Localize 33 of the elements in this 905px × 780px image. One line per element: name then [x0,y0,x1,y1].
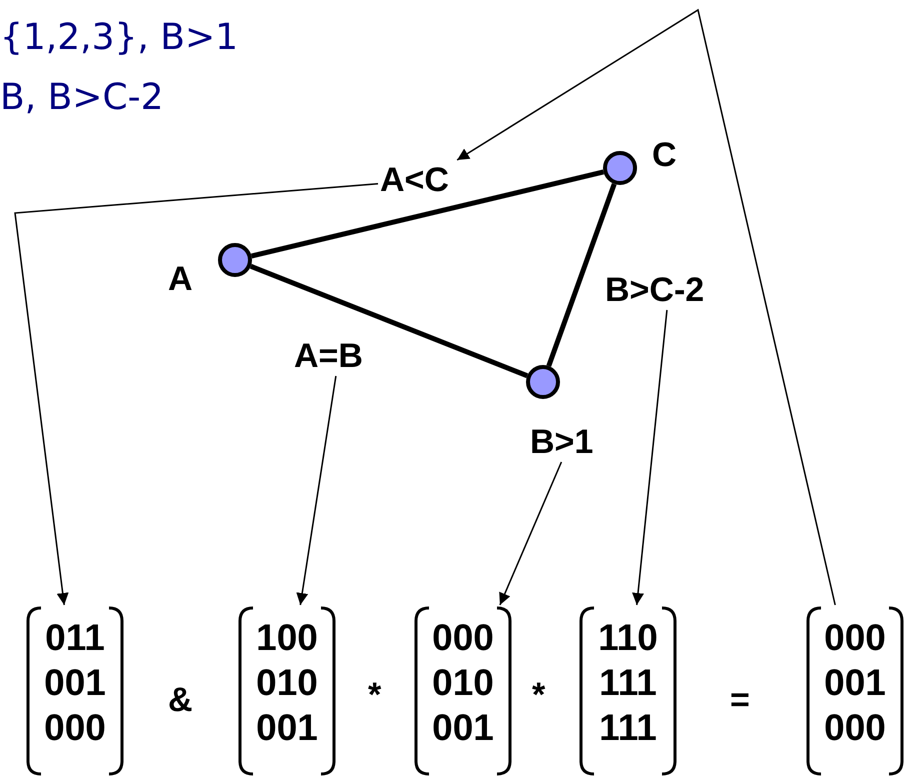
matrix-values: 000 001 000 [823,616,887,750]
leader-arrow [499,462,562,606]
operator-symbol: * [532,678,546,712]
operator-symbol: & [168,683,193,717]
matrix [578,605,678,777]
matrix [237,605,337,777]
operator-symbol: = [730,683,750,717]
matrix-values: 100 010 001 [255,616,319,750]
constraint-label: B>C-2 [605,273,704,307]
matrix-values: 011 001 000 [43,616,107,750]
vertex-circle [603,151,637,185]
matrix [413,605,513,777]
leader-arrow [632,310,668,606]
graph-edge [250,264,528,378]
operator-symbol: * [368,678,382,712]
vertex-label: A [168,262,193,296]
constraint-label: A=B [294,339,363,373]
matrix [805,605,905,777]
matrix-values: 110 111 111 [597,616,659,750]
leader-arrow [456,8,836,606]
leader-arrow [14,183,378,606]
graph-edge [546,183,617,367]
matrix-values: 000 010 001 [431,616,495,750]
matrix [25,605,125,777]
constraint-label: B>1 [530,425,594,459]
vertex-label: C [652,138,677,172]
domain-text: {1,2,3}, B>1 [0,20,238,56]
vertex-circle [526,365,560,399]
leader-arrow [296,376,337,606]
domain-text: B, B>C-2 [0,80,164,116]
constraint-label: A<C [380,163,449,197]
graph-edge [250,170,604,258]
vertex-circle [218,243,252,277]
